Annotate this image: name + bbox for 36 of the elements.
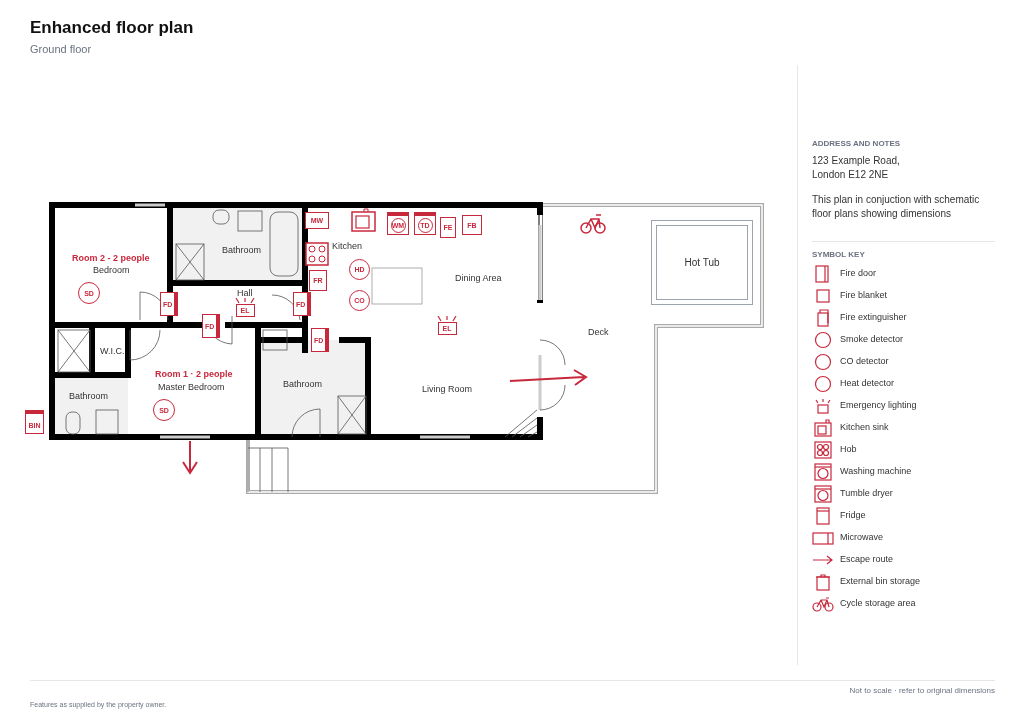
legend-label: Fridge (840, 509, 866, 523)
section-heading: SYMBOL KEY (812, 249, 865, 261)
subtitle: Ground floor (30, 42, 92, 57)
room-label: Living Room (422, 383, 473, 396)
page-title: Enhanced floor plan (30, 17, 194, 39)
legend-label: Fire door (840, 267, 876, 281)
legend-label: Emergency lighting (840, 399, 917, 413)
legend-label: CO detector (840, 355, 889, 369)
legend-label: Washing machine (840, 465, 912, 479)
legend-label: Cycle storage area (840, 597, 916, 611)
room-label: W.I.C. (100, 345, 125, 358)
room-label: Bathroom (69, 390, 109, 403)
section-heading: ADDRESS AND NOTES (812, 138, 901, 150)
room-label: Kitchen (332, 240, 363, 253)
scale-note: Not to scale · refer to original dimensions (849, 685, 995, 697)
room-label: Bathroom (283, 378, 323, 391)
room-label: Dining Area (455, 272, 502, 285)
room-label: Bathroom (222, 244, 262, 257)
room-label: Bedroom (93, 264, 130, 277)
legend-label: Escape route (840, 553, 894, 567)
room-occupancy-label: Room 2 - 2 people (72, 252, 150, 265)
note-text: This plan in conjuction with schematic floor plans showing dimensions (812, 193, 981, 221)
room-label: Master Bedroom (158, 381, 225, 394)
legend-label: Fire extinguisher (840, 311, 907, 325)
legend-label: Heat detector (840, 377, 895, 391)
room-label: Deck (588, 326, 609, 339)
legend-label: Kitchen sink (840, 421, 889, 435)
legend-label: Smoke detector (840, 333, 904, 347)
room-occupancy-label: Room 1 · 2 people (155, 368, 233, 381)
room-label: Hall (237, 287, 253, 300)
legend-label: Microwave (840, 531, 883, 545)
legend-label: External bin storage (840, 575, 921, 589)
legend-label: Fire blanket (840, 289, 888, 303)
legend-label: Hob (840, 443, 857, 457)
address-text: 123 Example Road, London E12 2NE (812, 154, 901, 182)
legend-label: Tumble dryer (840, 487, 893, 501)
